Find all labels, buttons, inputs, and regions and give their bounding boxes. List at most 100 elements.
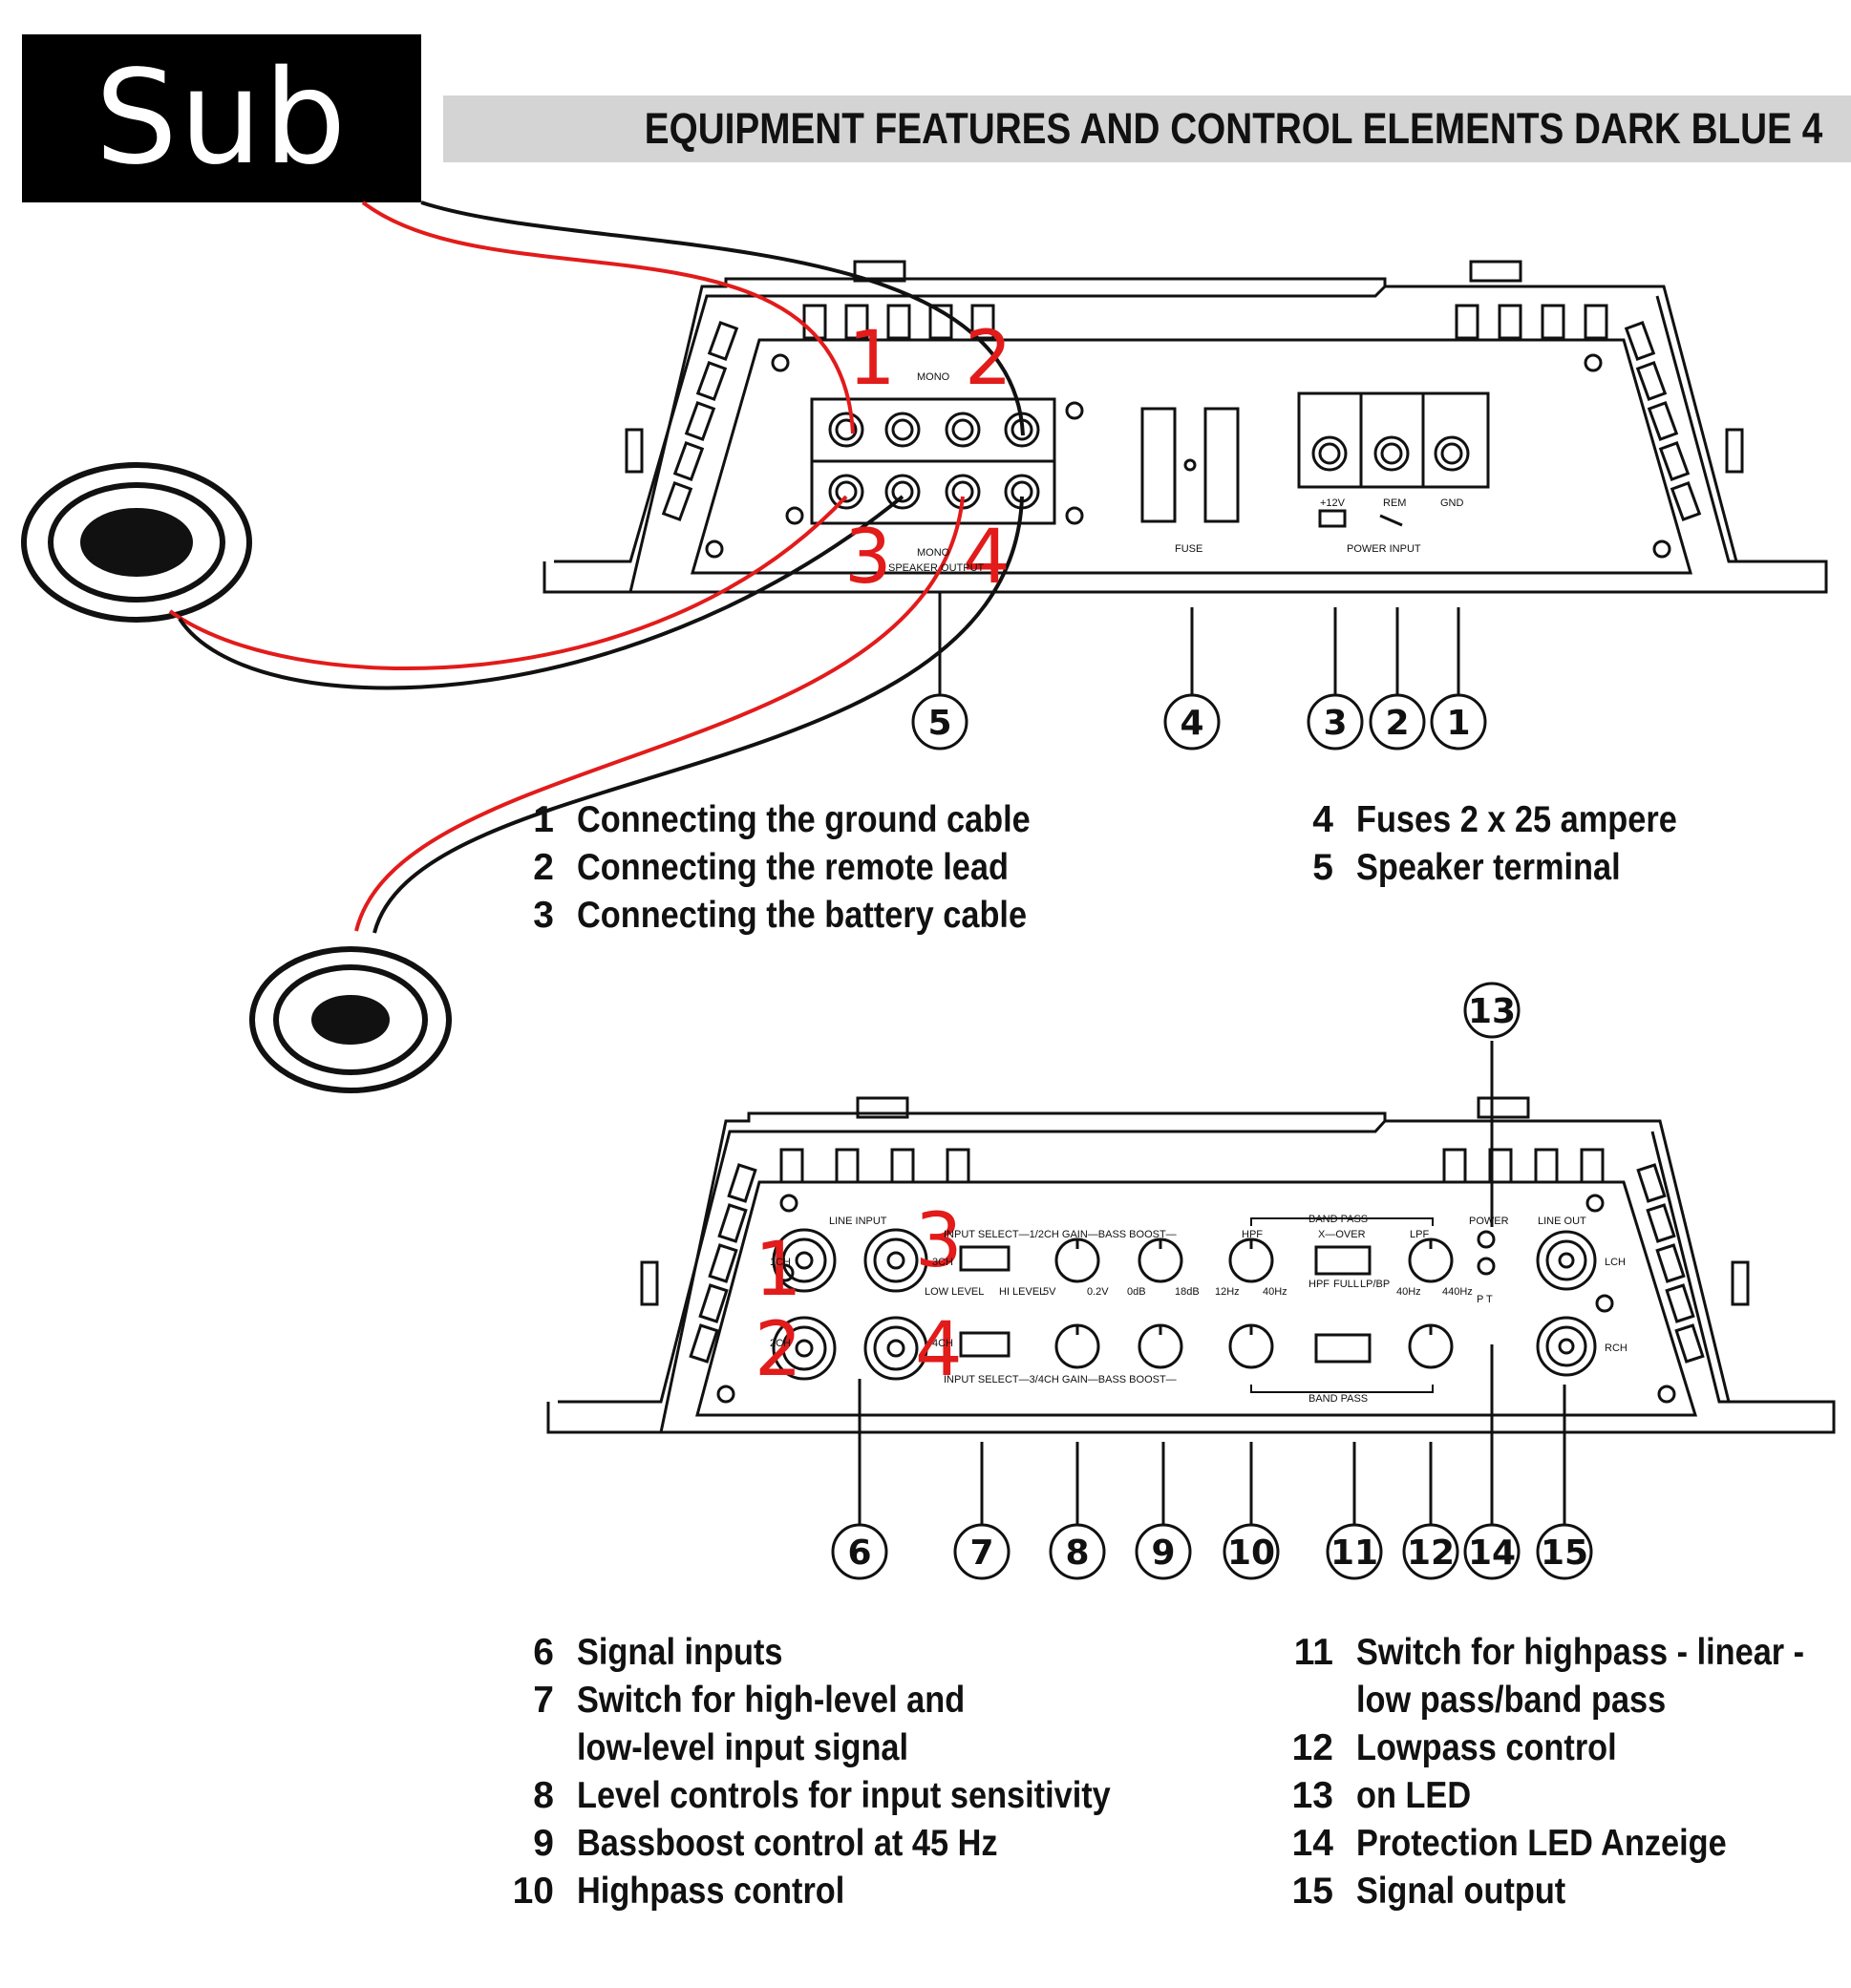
bottom-red-markers: 1 2 3 4 bbox=[755, 1198, 963, 1393]
band-pass-bottom-label: BAND PASS bbox=[1308, 1393, 1368, 1405]
rch-label: RCH bbox=[1605, 1343, 1628, 1354]
bottom-callouts bbox=[831, 982, 1593, 1580]
title-bar: EQUIPMENT FEATURES AND CONTROL ELEMENTS … bbox=[443, 95, 1851, 162]
callout-15: 15 bbox=[1541, 1533, 1588, 1573]
sub-badge: Sub bbox=[22, 34, 421, 202]
top-panel-labels: MONO MONO SPEAKER OUTPUT FUSE POWER INPU… bbox=[888, 371, 1464, 574]
red-marker-2: 2 bbox=[965, 316, 1012, 402]
callout-4: 4 bbox=[1180, 704, 1203, 743]
speaker-2 bbox=[249, 946, 452, 1093]
red-marker-3: 3 bbox=[844, 515, 892, 601]
plus12v-label: +12V bbox=[1320, 497, 1346, 509]
pt-label: P T bbox=[1477, 1294, 1493, 1305]
callout-8: 8 bbox=[1065, 1533, 1089, 1573]
low-level-label: LOW LEVEL bbox=[925, 1286, 984, 1298]
ch4-label: 4CH bbox=[932, 1338, 953, 1349]
power-input-label: POWER INPUT bbox=[1347, 543, 1421, 555]
top-red-markers: 1 2 3 4 bbox=[844, 316, 1012, 601]
callout-14: 14 bbox=[1468, 1533, 1516, 1573]
line-out-jacks bbox=[1536, 1230, 1597, 1377]
bottom-amplifier-housing bbox=[546, 1096, 1836, 1434]
input-select-switch-1-2[interactable] bbox=[959, 1245, 1011, 1272]
callout-7: 7 bbox=[969, 1533, 993, 1573]
bottom-panel-labels: LINE INPUT INPUT SELECT—1/2CH GAIN—BASS … bbox=[770, 1214, 1628, 1405]
callout-9: 9 bbox=[1151, 1533, 1175, 1573]
hpf-label: HPF bbox=[1242, 1229, 1263, 1240]
control-knobs-row-2 bbox=[1054, 1323, 1454, 1369]
lpf-440hz-label: 440Hz bbox=[1442, 1286, 1473, 1298]
control-knobs-row-1 bbox=[1054, 1237, 1454, 1283]
hpf-40hz-label: 40Hz bbox=[1263, 1286, 1287, 1298]
callout-10: 10 bbox=[1227, 1533, 1275, 1573]
callout-11: 11 bbox=[1330, 1533, 1378, 1573]
red-marker-b4: 4 bbox=[915, 1307, 963, 1393]
xover-switch-1[interactable] bbox=[1314, 1245, 1372, 1276]
rem-label: REM bbox=[1383, 497, 1406, 509]
input-select-switch-3-4[interactable] bbox=[959, 1331, 1011, 1358]
legend-item: low pass/band pass bbox=[1356, 1680, 1667, 1721]
callout-1: 1 bbox=[1446, 704, 1470, 743]
band-pass-top-label: BAND PASS bbox=[1308, 1214, 1368, 1225]
fuse-holder bbox=[1140, 407, 1240, 523]
red-marker-b2: 2 bbox=[755, 1307, 802, 1393]
protection-led bbox=[1477, 1257, 1496, 1276]
input-select-top-label: INPUT SELECT—1/2CH GAIN—BASS BOOST— bbox=[944, 1229, 1177, 1240]
mono-bottom-label: MONO bbox=[917, 547, 950, 559]
switch-lpbp-label: LP/BP bbox=[1360, 1279, 1390, 1290]
mono-top-label: MONO bbox=[917, 371, 950, 383]
top-callouts bbox=[911, 693, 1487, 751]
ch3-label: 3CH bbox=[932, 1257, 953, 1268]
fuse-label: FUSE bbox=[1175, 543, 1202, 555]
xover-switch-2[interactable] bbox=[1314, 1333, 1372, 1364]
page-title: EQUIPMENT FEATURES AND CONTROL ELEMENTS … bbox=[644, 104, 1822, 153]
power-input-block bbox=[1297, 391, 1490, 528]
boost-18db-label: 18dB bbox=[1175, 1286, 1200, 1298]
switch-hpf-label: HPF bbox=[1308, 1279, 1330, 1290]
line-input-jacks bbox=[772, 1228, 928, 1381]
speaker-terminal-block bbox=[810, 397, 1056, 525]
callout-2: 2 bbox=[1385, 704, 1409, 743]
ch2-label: 2CH bbox=[770, 1338, 791, 1349]
callout-5: 5 bbox=[927, 704, 951, 743]
top-amplifier-housing bbox=[543, 260, 1828, 594]
callout-6: 6 bbox=[847, 1533, 871, 1573]
power-led bbox=[1477, 1230, 1496, 1249]
hpf-12hz-label: 12Hz bbox=[1215, 1286, 1240, 1298]
red-marker-4: 4 bbox=[963, 515, 1011, 601]
callout-3: 3 bbox=[1323, 704, 1347, 743]
hi-level-label: HI LEVEL bbox=[999, 1286, 1045, 1298]
lch-label: LCH bbox=[1605, 1257, 1626, 1268]
lpf-label: LPF bbox=[1410, 1229, 1429, 1240]
speaker-output-label: SPEAKER OUTPUT bbox=[888, 562, 985, 574]
callout-12: 12 bbox=[1407, 1533, 1455, 1573]
callout-13: 13 bbox=[1468, 992, 1516, 1031]
input-select-bottom-label: INPUT SELECT—3/4CH GAIN—BASS BOOST— bbox=[944, 1374, 1177, 1385]
xover-label: X—OVER bbox=[1318, 1229, 1366, 1240]
sub-badge-label: Sub bbox=[95, 43, 349, 194]
power-label: POWER bbox=[1469, 1216, 1509, 1227]
line-input-label: LINE INPUT bbox=[829, 1216, 887, 1227]
gain-02v-label: 0.2V bbox=[1087, 1286, 1109, 1298]
red-marker-1: 1 bbox=[848, 316, 896, 402]
ch1-label: 1CH bbox=[770, 1257, 791, 1268]
red-marker-b1: 1 bbox=[755, 1227, 802, 1313]
